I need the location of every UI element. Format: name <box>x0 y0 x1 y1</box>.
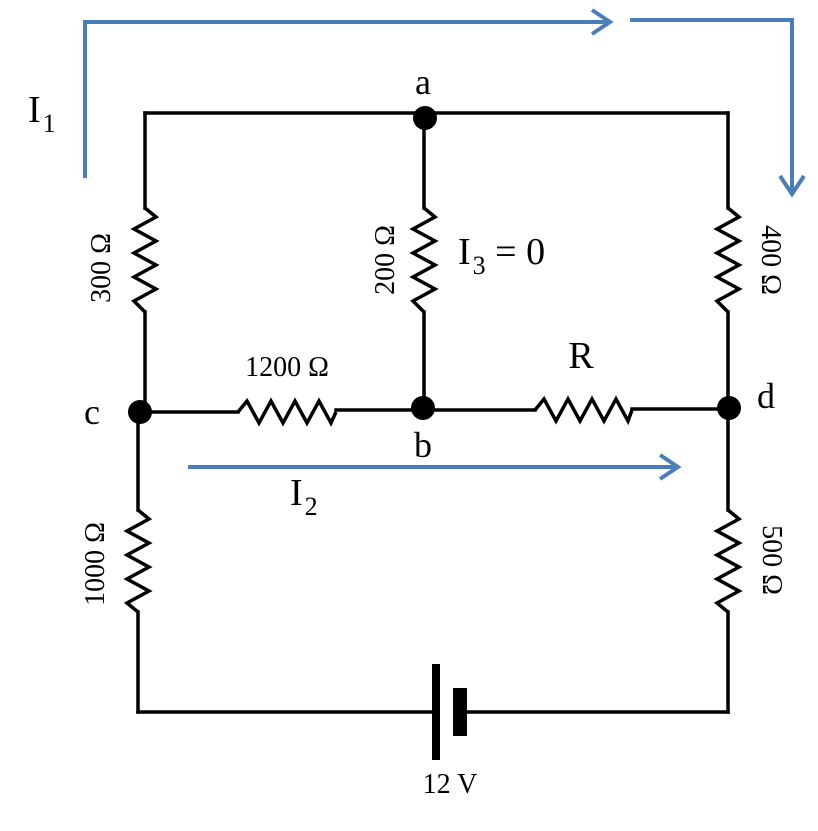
resistor-R-label: R <box>568 335 594 377</box>
resistor-200-symbol <box>409 206 439 314</box>
current-arrows <box>83 8 806 481</box>
node-a-dot <box>413 106 437 130</box>
i1-arrowhead-down <box>778 174 806 198</box>
resistor-R-symbol <box>533 395 634 426</box>
resistor-300-label: 300 Ω <box>86 233 117 303</box>
resistors <box>123 206 743 614</box>
current-i3-subscript: 3 <box>473 251 486 280</box>
resistor-400-symbol <box>713 206 743 314</box>
current-i3-main: I <box>458 231 471 273</box>
current-i3-value: = 0 <box>486 231 545 273</box>
node-b-dot <box>411 396 435 420</box>
resistor-1000-symbol <box>123 508 153 614</box>
current-i2-subscript: 2 <box>305 492 318 521</box>
junction-nodes <box>128 106 741 424</box>
resistor-400-label: 400 Ω <box>755 225 786 295</box>
current-i2-main: I <box>290 472 303 514</box>
resistor-1000-label: 1000 Ω <box>80 522 111 606</box>
node-labels: a b c d <box>84 62 775 465</box>
resistor-labels: 300 Ω 200 Ω 400 Ω 1200 Ω R 1000 Ω 500 Ω <box>80 225 787 606</box>
resistor-500-symbol <box>713 508 743 614</box>
current-i1-main: I <box>28 89 41 131</box>
resistor-1200-label: 1200 Ω <box>245 352 329 383</box>
current-labels: I1 I2 I3 = 0 <box>28 89 545 521</box>
node-b-label: b <box>414 425 432 465</box>
node-c-label: c <box>84 392 100 432</box>
node-d-label: d <box>757 376 775 416</box>
current-i3-label: I3 = 0 <box>458 231 545 280</box>
current-i1-label: I1 <box>28 89 56 138</box>
i1-arrowhead-right <box>590 8 614 36</box>
battery-voltage-label: 12 V <box>423 769 478 800</box>
resistor-300-symbol <box>130 206 160 314</box>
node-c-dot <box>128 400 152 424</box>
battery <box>432 664 467 760</box>
current-i1-subscript: 1 <box>43 109 56 138</box>
current-i2-label: I2 <box>290 472 318 521</box>
node-d-dot <box>717 396 741 420</box>
i1-arrow-path-left <box>83 20 608 178</box>
resistor-500-label: 500 Ω <box>756 525 787 595</box>
wires <box>136 111 730 714</box>
resistor-1200-symbol <box>236 397 338 427</box>
i2-arrowhead-right <box>658 453 682 481</box>
resistor-200-label: 200 Ω <box>370 225 401 295</box>
i1-arrow-path-right <box>630 18 794 192</box>
node-a-label: a <box>415 62 431 102</box>
